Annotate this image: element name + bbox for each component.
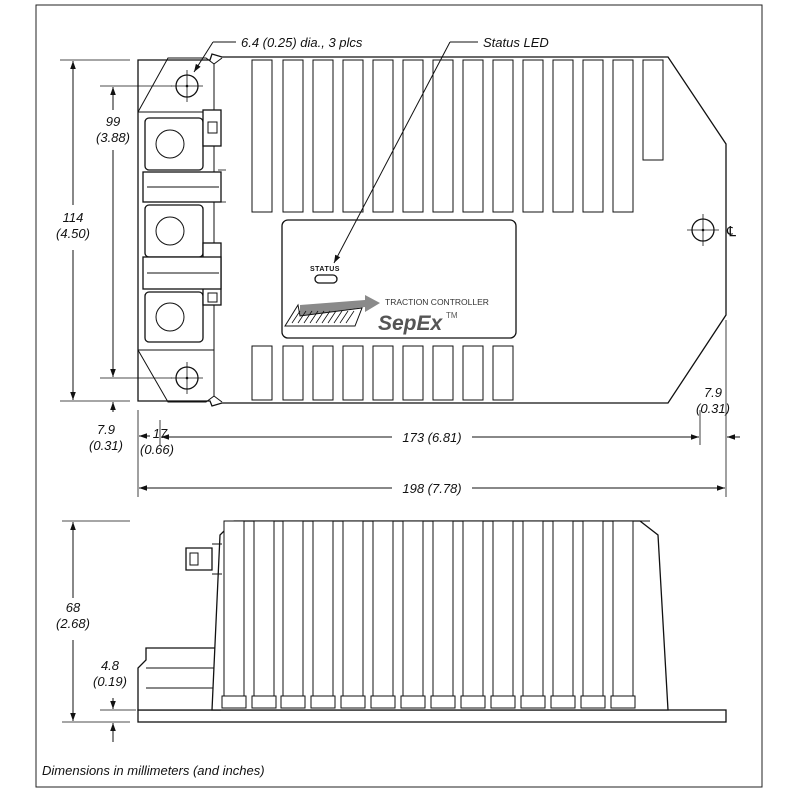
left-bracket [137, 57, 215, 403]
cooling-fin-foot [251, 695, 277, 709]
mounting-hole-right [687, 214, 719, 246]
cooling-fin [612, 59, 634, 213]
cooling-fin [432, 520, 454, 697]
dim-198: 198 (7.78) [402, 481, 461, 496]
power-terminals [142, 109, 226, 343]
cooling-fin [552, 520, 574, 697]
cooling-fin [492, 345, 514, 401]
cooling-fin [342, 520, 364, 697]
cooling-fin [251, 345, 273, 401]
cooling-fin-foot [490, 695, 516, 709]
cooling-fin [612, 520, 634, 697]
dim-173: 173 (6.81) [402, 430, 461, 445]
cooling-fin [402, 345, 424, 401]
drawing-frame [35, 4, 763, 788]
cooling-fin [342, 59, 364, 213]
cooling-fin-foot [280, 695, 306, 709]
dim-7-9-bottom-in: (0.31) [89, 438, 123, 453]
cooling-fin [282, 59, 304, 213]
centerline-symbol: ℄ [726, 224, 736, 240]
brand-logo-arrow [284, 295, 380, 327]
cooling-fin [582, 59, 604, 213]
cooling-fin-foot [221, 695, 247, 709]
cooling-fin [492, 520, 514, 697]
cooling-fin [462, 59, 484, 213]
cooling-fin [312, 59, 334, 213]
top-view-dimensions: 114 (4.50) 99 (3.88) 7.9 (0.31) 17 (0.66… [56, 59, 740, 497]
cooling-fin [312, 345, 334, 401]
cooling-fin-foot [340, 695, 366, 709]
cooling-fin-foot [550, 695, 576, 709]
top-view: STATUS TRACTION CONTROLLER SepEx TM [137, 35, 736, 407]
dim-114-in: (4.50) [56, 226, 90, 241]
dim-4-8-in: (0.19) [93, 674, 127, 689]
cooling-fin [282, 520, 304, 697]
cooling-fin [223, 520, 245, 697]
base-plate [137, 709, 727, 723]
cooling-fin [462, 345, 484, 401]
brand-name: SepEx [378, 312, 444, 335]
cooling-fin [492, 59, 514, 213]
cooling-fin [462, 520, 484, 697]
cooling-fin [342, 345, 364, 401]
mounting-hole-bottom-left [171, 362, 203, 394]
cooling-fin [251, 59, 273, 213]
side-view [137, 520, 727, 723]
units-footnote: Dimensions in millimeters (and inches) [42, 763, 265, 778]
dim-7-9-bottom-mm: 7.9 [97, 422, 115, 437]
cooling-fin [432, 345, 454, 401]
cooling-fin [282, 345, 304, 401]
cooling-fin-foot [580, 695, 606, 709]
mounting-hole-top-left [171, 70, 203, 102]
cooling-fin [432, 59, 454, 213]
mount-hole-callout: 6.4 (0.25) dia., 3 plcs [241, 35, 363, 50]
status-label: STATUS [310, 266, 340, 273]
brand-subtitle: TRACTION CONTROLLER [385, 297, 489, 307]
dim-17-mm: 17 [153, 426, 168, 441]
dim-7-9-right-mm: 7.9 [704, 385, 722, 400]
cooling-fin-foot [430, 695, 456, 709]
cooling-fin [253, 520, 275, 697]
cooling-fins-side [221, 520, 636, 709]
cooling-fin [582, 520, 604, 697]
trademark-mark: TM [446, 311, 458, 320]
cooling-fin [642, 59, 664, 161]
cooling-fin [522, 520, 544, 697]
dim-114-mm: 114 [63, 210, 84, 225]
cooling-fin [552, 59, 574, 213]
cooling-fin [312, 520, 334, 697]
cooling-fin-foot [310, 695, 336, 709]
cooling-fin [372, 59, 394, 213]
cooling-fins-top [251, 59, 664, 401]
cooling-fin-foot [460, 695, 486, 709]
cooling-fin [402, 520, 424, 697]
side-view-dimensions: 68 (2.68) 4.8 (0.19) [56, 520, 136, 742]
dim-4-8-mm: 4.8 [101, 658, 120, 673]
cooling-fin-foot [520, 695, 546, 709]
cooling-fin-foot [400, 695, 426, 709]
status-led-callout: Status LED [483, 35, 549, 50]
cooling-fin [402, 59, 424, 213]
dim-68-in: (2.68) [56, 616, 90, 631]
dim-17-in: (0.66) [140, 442, 174, 457]
cooling-fin [372, 520, 394, 697]
cooling-fin [372, 345, 394, 401]
cooling-fin [522, 59, 544, 213]
cooling-fin-foot [610, 695, 636, 709]
dim-68-mm: 68 [66, 600, 81, 615]
side-connector-block [137, 647, 221, 711]
status-led [314, 274, 338, 284]
dim-7-9-right-in: (0.31) [696, 401, 730, 416]
dim-99-mm: 99 [106, 114, 120, 129]
cooling-fin-foot [370, 695, 396, 709]
dim-99-in: (3.88) [96, 130, 130, 145]
